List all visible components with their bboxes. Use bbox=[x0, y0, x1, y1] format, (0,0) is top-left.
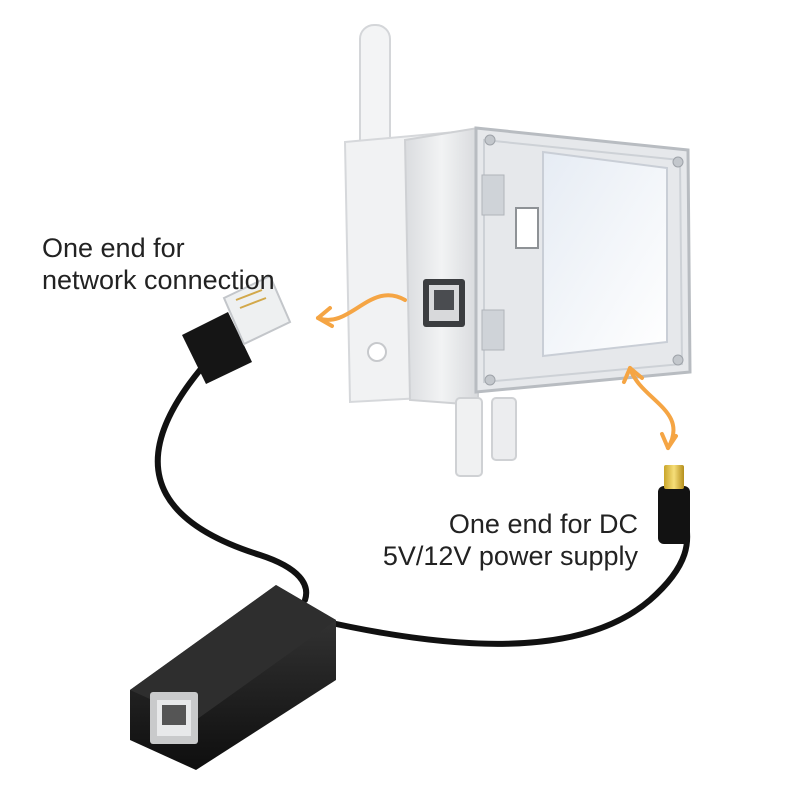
qr-code bbox=[515, 207, 539, 249]
network-label-line-2: network connection bbox=[42, 265, 275, 295]
dc-plug bbox=[658, 465, 690, 544]
poe-splitter-box bbox=[130, 585, 336, 770]
device-screen bbox=[542, 150, 668, 358]
network-end-label: One end for network connection bbox=[42, 232, 275, 296]
sensor-housing bbox=[403, 126, 479, 407]
sensor-probes bbox=[455, 397, 517, 477]
arrow-power bbox=[622, 366, 678, 450]
power-end-label: One end for DC 5V/12V power supply bbox=[338, 508, 638, 572]
power-label-line-2: 5V/12V power supply bbox=[382, 541, 638, 571]
arrow-network bbox=[316, 293, 407, 328]
network-label-line-1: One end for bbox=[42, 233, 185, 263]
power-label-line-1: One end for DC bbox=[448, 509, 638, 539]
splitter-cable bbox=[154, 367, 691, 647]
device-ethernet-port bbox=[423, 279, 465, 327]
rj45-plug bbox=[182, 274, 292, 384]
